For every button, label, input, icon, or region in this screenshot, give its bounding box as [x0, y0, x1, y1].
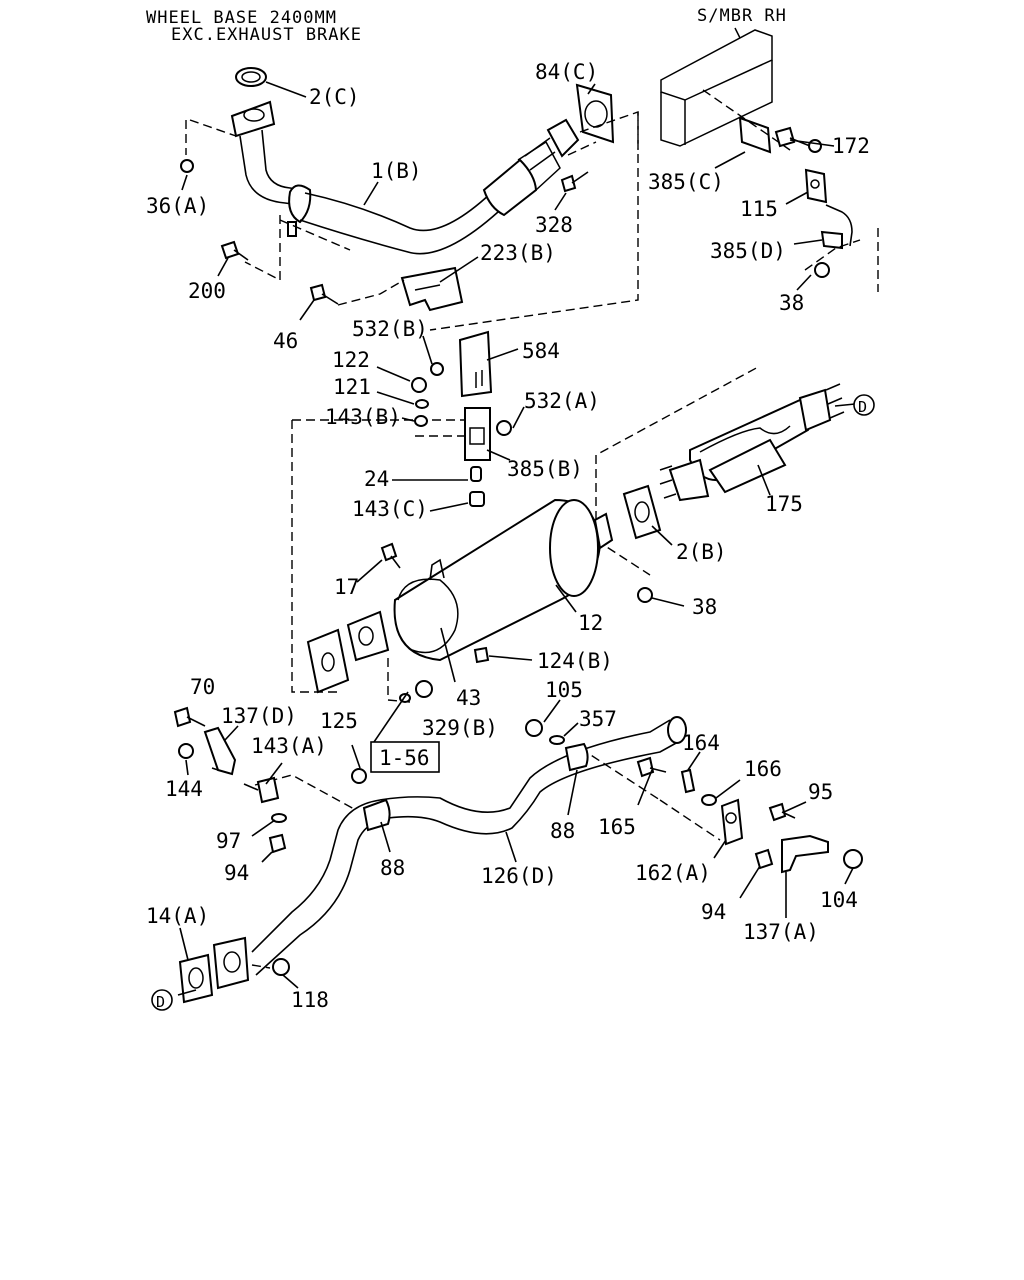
callout: 385(C): [648, 170, 724, 194]
washer-icon: [271, 813, 287, 823]
callout: 164: [682, 731, 720, 755]
callout: 115: [740, 197, 778, 221]
nut-icon: [525, 719, 543, 737]
bolt-icon: [309, 283, 339, 305]
nut-icon: [411, 377, 427, 393]
nut-icon: [178, 743, 194, 759]
callout: 532(B): [352, 317, 428, 341]
callout: 38: [692, 595, 717, 619]
nut-icon: [496, 420, 512, 436]
connector-d-label: D: [156, 993, 165, 1011]
callout: 118: [291, 988, 329, 1012]
callout: 46: [273, 329, 298, 353]
gasket: [178, 953, 214, 1004]
callout: 532(A): [524, 389, 600, 413]
muffler: [346, 498, 614, 664]
callout: 24: [364, 467, 389, 491]
callout: 122: [332, 348, 370, 372]
catalytic-converter: [659, 383, 845, 502]
washer-icon: [415, 399, 429, 409]
gasket: [306, 628, 350, 694]
callout: 223(B): [480, 241, 556, 265]
part-callouts: 2(C) 84(C) 172 385(C) 1(B) 36(A) 328 115…: [146, 60, 870, 1012]
nut-icon: [430, 362, 444, 376]
callout: 172: [832, 134, 870, 158]
bolt-icon: [268, 833, 287, 854]
tail-pipe-bracket-left: [203, 726, 280, 804]
front-exhaust-pipe: [230, 67, 615, 255]
callout: 357: [579, 707, 617, 731]
connector-d-marker-upper: D: [853, 394, 875, 416]
callout: 175: [765, 492, 803, 516]
callout: 143(A): [251, 734, 327, 758]
callout: 43: [456, 686, 481, 710]
callout: 165: [598, 815, 636, 839]
callout: 105: [545, 678, 583, 702]
callout: 162(A): [635, 861, 711, 885]
callout: 137(A): [743, 920, 819, 944]
connector-d-marker-lower: D: [151, 989, 173, 1011]
connector-d-label: D: [858, 398, 867, 416]
callout: 137(D): [221, 704, 297, 728]
frame-hanger-assembly: [738, 116, 853, 278]
callout: 70: [190, 675, 215, 699]
nut-icon: [180, 159, 194, 173]
callout: 12: [578, 611, 603, 635]
rubber-mount-icon: [469, 491, 485, 507]
frame-member-label: S/MBR RH: [697, 6, 787, 26]
callout: 328: [535, 213, 573, 237]
washer-icon: [549, 735, 565, 745]
gasket: [622, 484, 662, 540]
header-wheelbase: WHEEL BASE 2400MM: [146, 8, 337, 28]
bolt-icon: [560, 171, 589, 193]
pipe-bracket: [400, 266, 464, 312]
callout: 17: [334, 575, 359, 599]
bolt-icon: [220, 240, 249, 261]
nut-icon: [415, 680, 433, 698]
callout: 2(B): [676, 540, 727, 564]
callout: 36(A): [146, 194, 209, 218]
bushing-icon: [414, 415, 428, 427]
callout: 385(D): [710, 239, 786, 263]
callout: 125: [320, 709, 358, 733]
nut-icon: [272, 958, 290, 976]
callout: 94: [701, 900, 726, 924]
callout: 84(C): [535, 60, 598, 84]
callout: 1(B): [371, 159, 422, 183]
callout: 126(D): [481, 864, 557, 888]
callout: 143(C): [352, 497, 428, 521]
callout: 143(B): [325, 405, 401, 429]
rubber-mount-icon: [470, 466, 482, 482]
tail-pipe-hanger-right: [636, 756, 863, 874]
reference-box: [370, 741, 440, 773]
nut-icon: [351, 768, 367, 784]
callout: 14(A): [146, 904, 209, 928]
callout-leaders: [177, 81, 856, 996]
callout: 95: [808, 780, 833, 804]
callout: 38: [779, 291, 804, 315]
callout: 385(B): [507, 457, 583, 481]
callout: 584: [522, 339, 560, 363]
nut-icon: [637, 587, 653, 603]
callout: 88: [380, 856, 405, 880]
callout: 94: [224, 861, 249, 885]
callout: 166: [744, 757, 782, 781]
callout: 88: [550, 819, 575, 843]
callout: 2(C): [309, 85, 360, 109]
header-exhaust-brake: EXC.EXHAUST BRAKE: [171, 25, 362, 45]
bolt-icon: [173, 706, 206, 728]
bolt-icon: [380, 542, 401, 569]
callout: 144: [165, 777, 203, 801]
reference-box-label: 1-56: [379, 746, 430, 770]
callout: 329(B): [422, 716, 498, 740]
tail-pipe: [212, 716, 687, 990]
callout: 104: [820, 888, 858, 912]
side-member-frame-rail: [660, 27, 773, 147]
callout: 200: [188, 279, 226, 303]
callout: 124(B): [537, 649, 613, 673]
muffler-hanger: [458, 330, 493, 461]
callout: 121: [333, 375, 371, 399]
callout: 97: [216, 829, 241, 853]
